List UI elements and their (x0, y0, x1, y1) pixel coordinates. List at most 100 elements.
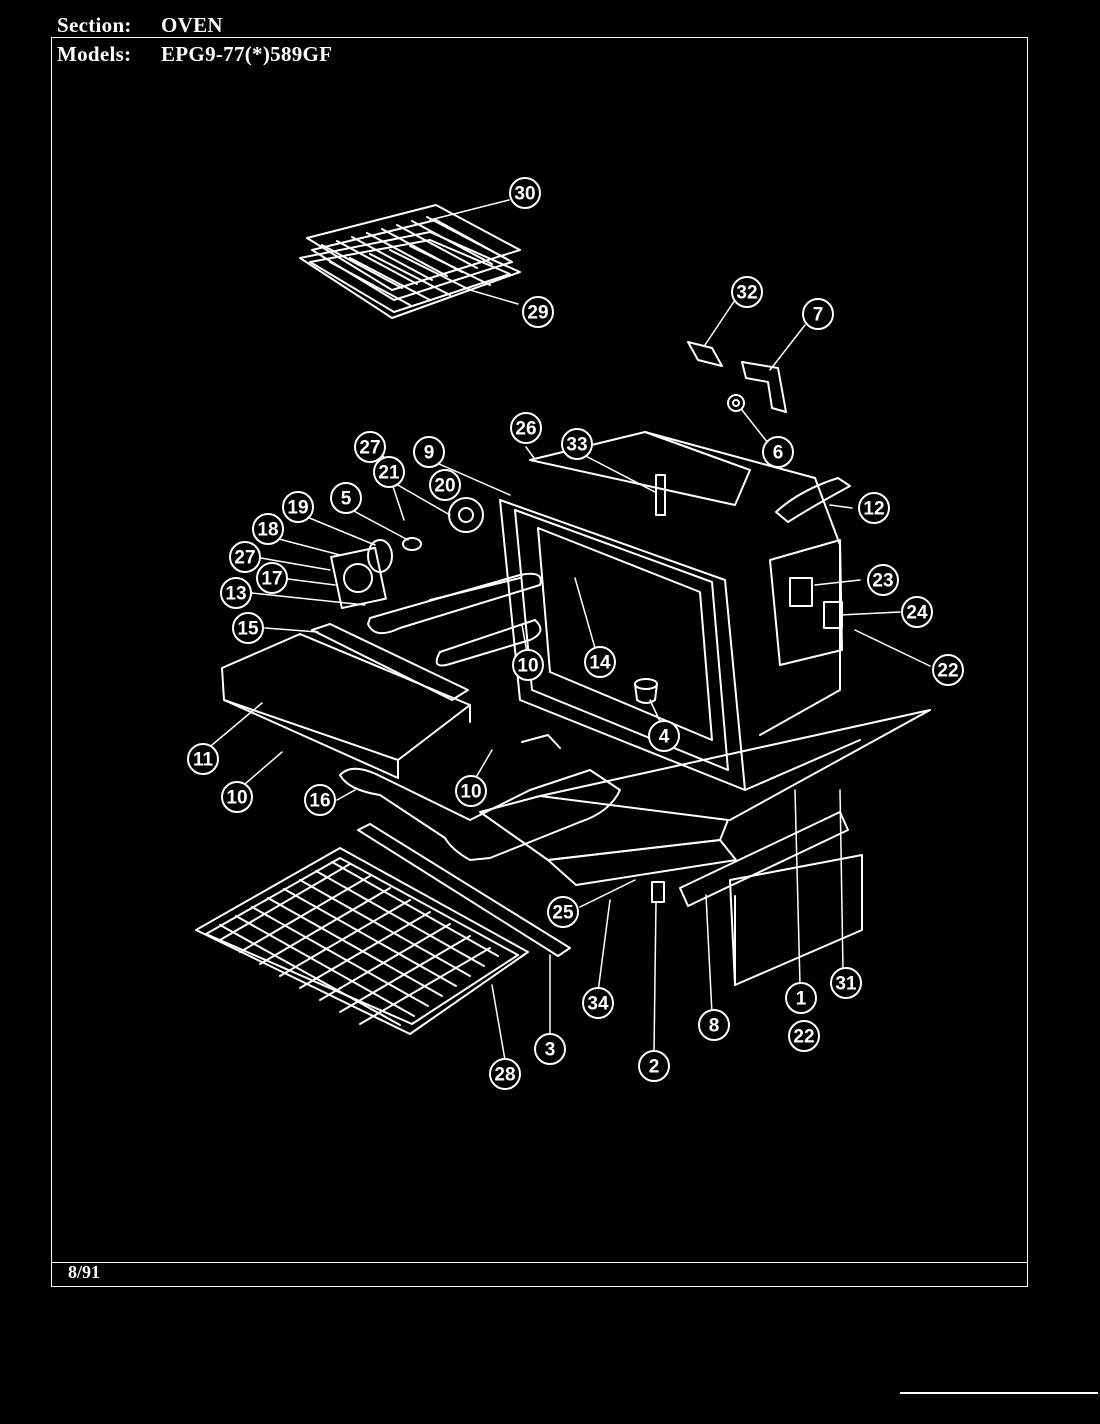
callout-number: 14 (589, 653, 611, 674)
callout-number: 27 (234, 548, 255, 569)
revision-date: 8/91 (68, 1262, 101, 1282)
callout-number: 23 (872, 571, 893, 592)
oven-bottom-panel (221, 633, 471, 779)
callout-circle (584, 646, 616, 678)
callout-number: 28 (494, 1065, 515, 1086)
oven-vent-duct (775, 477, 851, 523)
callout-circle (785, 982, 817, 1014)
oven-rack (195, 847, 529, 1035)
callout-number: 20 (434, 476, 455, 497)
callout-circle (354, 431, 386, 463)
broiler-pan-grid (306, 204, 521, 301)
callout-number: 26 (515, 419, 536, 440)
callout-number: 32 (736, 283, 757, 304)
callout-circle (731, 276, 763, 308)
element-shield (311, 623, 469, 701)
callout-number: 1 (796, 989, 807, 1010)
callout-circle (522, 296, 554, 328)
callout-circle (512, 649, 544, 681)
callout-number: 11 (193, 750, 214, 771)
callout-circle (582, 987, 614, 1019)
callout-number: 13 (225, 584, 246, 605)
callout-circle (698, 1009, 730, 1041)
callout-circle (429, 469, 461, 501)
callout-number: 17 (261, 569, 282, 590)
callout-number: 16 (309, 791, 330, 812)
rack-slide (357, 823, 571, 957)
callout-circle (788, 1020, 820, 1052)
callout-number: 7 (813, 305, 824, 326)
callout-circle (187, 743, 219, 775)
models-label: Models: (57, 42, 132, 66)
broil-element (339, 734, 621, 861)
callout-circle (304, 784, 336, 816)
callout-circle (867, 564, 899, 596)
callout-number: 24 (906, 603, 928, 624)
callout-circle (638, 1050, 670, 1082)
oven-light-bulb (634, 678, 658, 704)
callout-number: 22 (937, 661, 958, 682)
callout-number: 3 (545, 1040, 556, 1061)
callout-circle (220, 577, 252, 609)
callout-circle (547, 896, 579, 928)
callout-number: 2 (649, 1057, 660, 1078)
callout-number: 10 (460, 782, 481, 803)
callout-circle (509, 177, 541, 209)
page-rule (900, 1392, 1098, 1394)
callout-number: 10 (226, 788, 247, 809)
callout-number: 31 (835, 974, 857, 995)
bracket-2 (651, 881, 665, 903)
callout-circle (252, 513, 284, 545)
callout-circle (282, 491, 314, 523)
callout-number: 8 (709, 1016, 720, 1037)
callout-circle (534, 1033, 566, 1065)
callout-number: 21 (378, 463, 400, 484)
callout-number: 4 (659, 727, 670, 748)
oven-body (499, 431, 861, 791)
diagram-frame (51, 37, 1028, 1287)
callout-number: 9 (424, 443, 435, 464)
broiler-pan (299, 231, 521, 319)
hinge-assembly (687, 341, 787, 413)
callout-circle (648, 720, 680, 752)
callout-circle (932, 654, 964, 686)
callout-group: 3029327626339272120519182717131512232422… (187, 177, 964, 1090)
callout-circle (762, 436, 794, 468)
callout-circle (256, 562, 288, 594)
callout-circle (561, 428, 593, 460)
callout-circle (232, 612, 264, 644)
callout-number: 12 (863, 499, 884, 520)
callout-circle (221, 781, 253, 813)
bake-element (367, 572, 542, 667)
section-value: OVEN (161, 13, 223, 37)
callout-number: 34 (587, 994, 609, 1015)
convection-fan (448, 497, 484, 533)
section-label: Section: (57, 13, 132, 37)
callout-circle (455, 775, 487, 807)
callout-number: 25 (552, 903, 574, 924)
callout-circle (373, 456, 405, 488)
thermostat-assembly (769, 539, 843, 666)
models-value: EPG9-77(*)589GF (161, 42, 333, 66)
callout-number: 15 (237, 619, 259, 640)
callout-number: 27 (359, 438, 380, 459)
callout-number: 10 (517, 656, 538, 677)
footer-divider (51, 1262, 1028, 1263)
callout-circle (901, 596, 933, 628)
callout-circle (858, 492, 890, 524)
callout-number: 30 (514, 184, 535, 205)
callout-number: 5 (341, 489, 352, 510)
callout-number: 19 (287, 498, 308, 519)
callout-number: 33 (566, 435, 587, 456)
callout-circle (830, 967, 862, 999)
callout-circle (489, 1058, 521, 1090)
callout-number: 18 (257, 520, 278, 541)
callout-number: 22 (793, 1027, 814, 1048)
callout-circle (510, 412, 542, 444)
callout-circle (413, 436, 445, 468)
callout-circle (229, 541, 261, 573)
callout-circle (802, 298, 834, 330)
callout-number: 6 (773, 443, 784, 464)
callout-number: 29 (527, 303, 548, 324)
